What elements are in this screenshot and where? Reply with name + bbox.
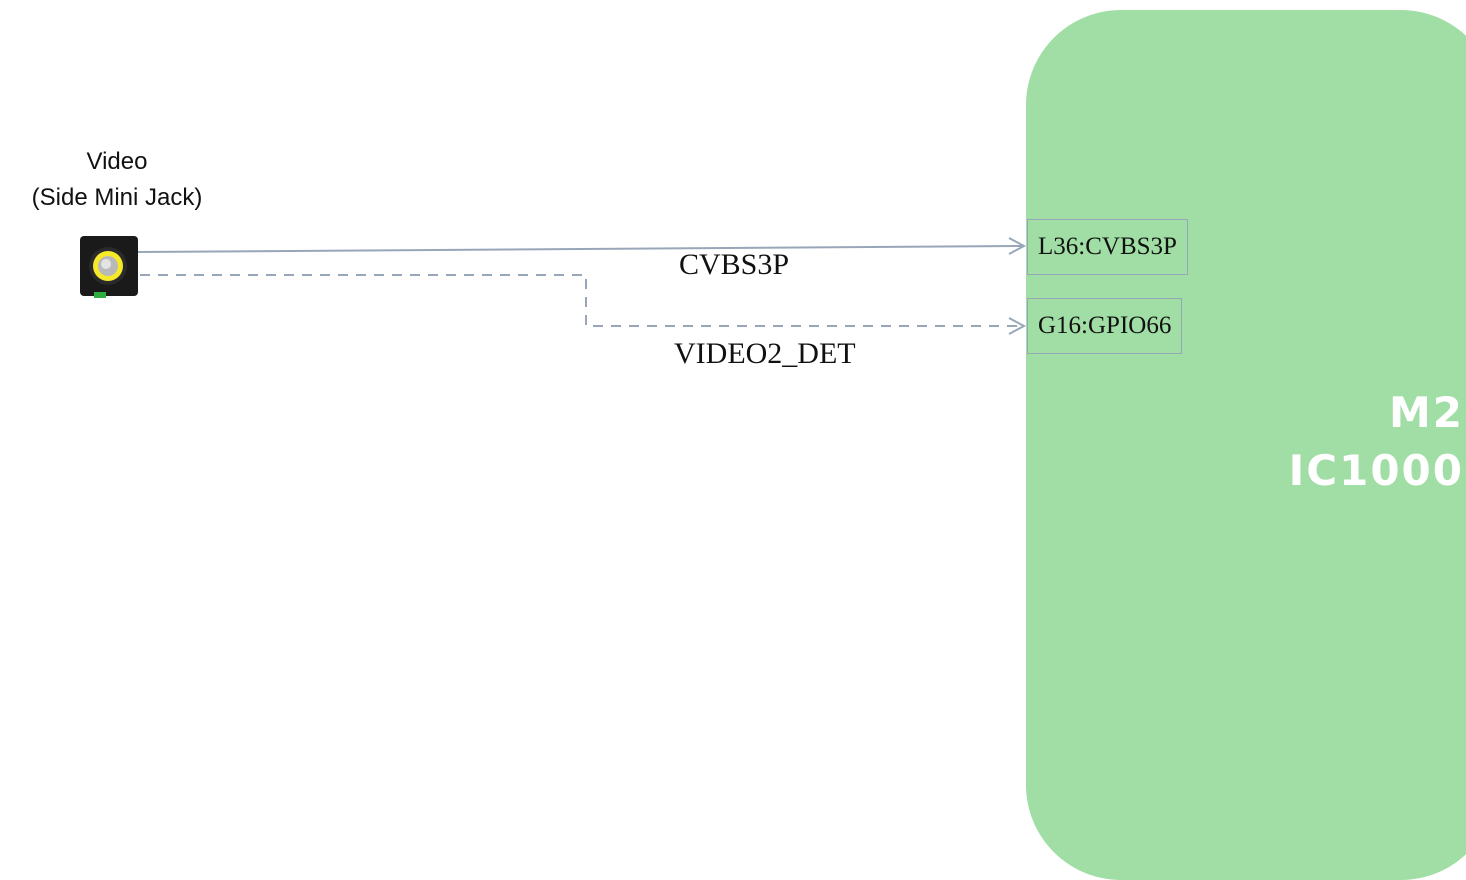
chip-label-line2: IC1000 (1288, 446, 1464, 495)
ic-chip-block: M2 IC1000 (1026, 10, 1466, 880)
net-label-cvbs3p: CVBS3P (679, 248, 790, 281)
net-label-video2-det: VIDEO2_DET (674, 337, 856, 370)
pin-box-g16: G16:GPIO66 (1027, 298, 1183, 354)
video-source-title-line2: (Side Mini Jack) (31, 184, 203, 211)
pin-box-l36: L36:CVBS3P (1027, 219, 1188, 275)
video-source-title-line1: Video (86, 148, 148, 175)
chip-label: M2 IC1000 (1289, 384, 1464, 500)
yellow-rca-jack-icon (80, 236, 138, 298)
wires-layer (80, 236, 1027, 335)
video-source-title: Video (Side Mini Jack) (10, 144, 224, 216)
video2-det-wire (140, 274, 1027, 335)
chip-label-line1: M2 (1388, 388, 1464, 437)
cvbs3p-wire (135, 237, 1027, 255)
